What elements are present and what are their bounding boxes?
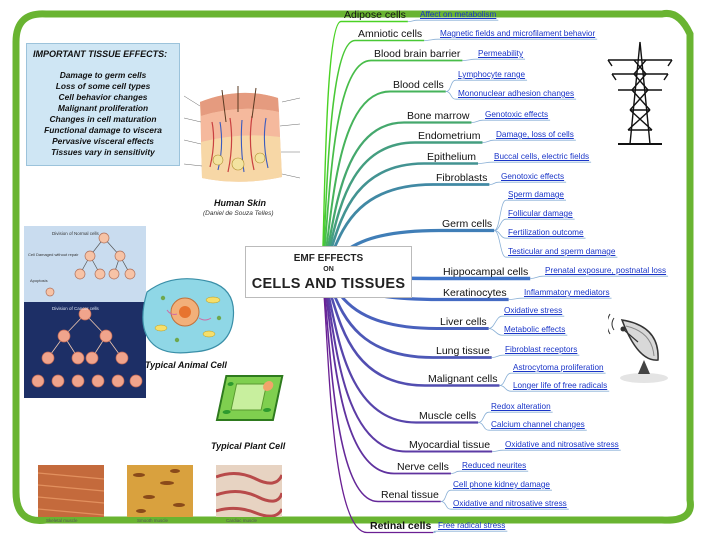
central-title-line2: ON bbox=[246, 266, 411, 273]
link-calcium-channel[interactable]: Calcium channel changes bbox=[491, 421, 585, 429]
cardiac-muscle-label: Cardiac muscle bbox=[226, 518, 257, 523]
topic-germ-cells: Germ cells bbox=[442, 219, 492, 230]
topic-hippocampal-cells: Hippocampal cells bbox=[443, 267, 528, 278]
skin-credit: (Daniel de Souza Telles) bbox=[203, 210, 274, 217]
link-oxidative-nitrosative-myocardial[interactable]: Oxidative and nitrosative stress bbox=[505, 441, 619, 449]
cardiac-muscle-image bbox=[216, 465, 282, 517]
sub-branch-line bbox=[478, 162, 591, 163]
human-skin-illustration bbox=[182, 82, 302, 194]
topic-fibroblasts: Fibroblasts bbox=[436, 173, 487, 184]
link-free-radical-stress[interactable]: Free radical stress bbox=[438, 522, 505, 530]
sub-branch-line bbox=[482, 140, 575, 142]
animal-cell-illustration bbox=[133, 272, 243, 360]
link-astrocytoma-proliferation[interactable]: Astrocytoma proliferation bbox=[513, 364, 604, 372]
central-topic: EMF EFFECTS ON CELLS AND TISSUES bbox=[245, 246, 412, 298]
link-redox-alteration[interactable]: Redox alteration bbox=[491, 403, 551, 411]
important-effect-item: Damage to germ cells bbox=[27, 70, 179, 80]
sub-branch-line bbox=[530, 276, 668, 278]
sub-branch-line bbox=[424, 39, 597, 40]
topic-blood-cells: Blood cells bbox=[393, 80, 444, 91]
skeletal-muscle-image bbox=[38, 465, 104, 517]
topic-adipose-cells: Adipose cells bbox=[344, 10, 406, 21]
sub-branch-line bbox=[462, 59, 525, 60]
link-cell-phone-kidney[interactable]: Cell phone kidney damage bbox=[453, 481, 550, 489]
link-genotoxic-effects-fibroblasts[interactable]: Genotoxic effects bbox=[501, 173, 564, 181]
central-title-line3: CELLS AND TISSUES bbox=[246, 276, 411, 292]
topic-amniotic-cells: Amniotic cells bbox=[358, 29, 422, 40]
topic-retinal-cells: Retinal cells bbox=[370, 521, 431, 532]
link-free-radicals[interactable]: Longer life of free radicals bbox=[513, 382, 607, 390]
sub-branch-line bbox=[489, 182, 566, 184]
important-effect-item: Malignant proliferation bbox=[27, 103, 179, 113]
satellite-dish-icon bbox=[608, 312, 672, 384]
plant-cell-illustration bbox=[206, 368, 292, 430]
link-damage-loss-of-cells[interactable]: Damage, loss of cells bbox=[496, 131, 574, 139]
skin-caption: Human Skin bbox=[214, 198, 266, 208]
topic-bone-marrow: Bone marrow bbox=[407, 111, 469, 122]
topic-blood-brain-barrier: Blood brain barrier bbox=[374, 49, 460, 60]
topic-lung-tissue: Lung tissue bbox=[436, 346, 490, 357]
link-reduced-neurites[interactable]: Reduced neurites bbox=[462, 462, 526, 470]
topic-myocardial-tissue: Myocardial tissue bbox=[409, 440, 490, 451]
link-genotoxic-effects-marrow[interactable]: Genotoxic effects bbox=[485, 111, 548, 119]
smooth-muscle-image bbox=[127, 465, 193, 517]
important-effect-item: Functional damage to viscera bbox=[27, 125, 179, 135]
central-title-line1: EMF EFFECTS bbox=[246, 253, 411, 264]
sub-branch-line bbox=[492, 450, 621, 451]
link-fibroblast-receptors[interactable]: Fibroblast receptors bbox=[505, 346, 577, 354]
plant-cell-caption: Typical Plant Cell bbox=[211, 441, 285, 451]
link-fertilization-outcome[interactable]: Fertilization outcome bbox=[508, 229, 584, 237]
link-follicular-damage[interactable]: Follicular damage bbox=[508, 210, 573, 218]
link-buccal-cells[interactable]: Buccal cells, electric fields bbox=[494, 153, 589, 161]
link-inflammatory-mediators[interactable]: Inflammatory mediators bbox=[524, 289, 610, 297]
link-lymphocyte-range[interactable]: Lymphocyte range bbox=[458, 71, 525, 79]
sub-branch-line bbox=[509, 298, 612, 299]
important-effects-heading: IMPORTANT TISSUE EFFECTS: bbox=[33, 49, 167, 59]
cell-division-illustration: Division of Normal cells Cell Damaged wi… bbox=[24, 226, 146, 398]
topic-nerve-cells: Nerve cells bbox=[397, 462, 449, 473]
link-permeability[interactable]: Permeability bbox=[478, 50, 523, 58]
skeletal-muscle-label: Skeletal muscle bbox=[46, 518, 78, 523]
important-effect-item: Loss of some cell types bbox=[27, 81, 179, 91]
link-mononuclear-adhesion[interactable]: Mononuclear adhesion changes bbox=[458, 90, 574, 98]
sub-branch-line bbox=[433, 531, 507, 532]
division-damaged-label: Cell Damaged without repair bbox=[28, 252, 79, 257]
topic-epithelium: Epithelium bbox=[427, 152, 476, 163]
smooth-muscle-label: Smooth muscle bbox=[137, 518, 168, 523]
topic-renal-tissue: Renal tissue bbox=[381, 490, 439, 501]
division-cancer-label: Division of Cancer cells bbox=[52, 306, 100, 311]
important-effect-item: Pervasive visceral effects bbox=[27, 136, 179, 146]
important-effect-item: Cell behavior changes bbox=[27, 92, 179, 102]
link-affect-on-metabolism[interactable]: Affect on metabolism bbox=[420, 11, 496, 19]
important-effect-item: Changes in cell maturation bbox=[27, 114, 179, 124]
topic-keratinocytes: Keratinocytes bbox=[443, 288, 507, 299]
sub-branch-line bbox=[408, 20, 498, 21]
sub-branch-line bbox=[451, 471, 528, 473]
important-effect-item: Tissues vary in sensitivity bbox=[27, 147, 179, 157]
sub-branch-line bbox=[492, 355, 580, 357]
link-testicular-sperm-damage[interactable]: Testicular and sperm damage bbox=[508, 248, 615, 256]
topic-liver-cells: Liver cells bbox=[440, 317, 487, 328]
link-oxidative-stress[interactable]: Oxidative stress bbox=[504, 307, 562, 315]
topic-malignant-cells: Malignant cells bbox=[428, 374, 497, 385]
power-pylon-icon bbox=[606, 40, 674, 146]
link-metabolic-effects[interactable]: Metabolic effects bbox=[504, 326, 565, 334]
topic-muscle-cells: Muscle cells bbox=[419, 411, 476, 422]
division-normal-label: Division of Normal cells bbox=[52, 231, 100, 236]
link-oxidative-nitrosative-renal[interactable]: Oxidative and nitrosative stress bbox=[453, 500, 567, 508]
sub-branch-line bbox=[471, 120, 550, 122]
important-effects-box: IMPORTANT TISSUE EFFECTS: Damage to germ… bbox=[26, 43, 180, 166]
link-sperm-damage[interactable]: Sperm damage bbox=[508, 191, 564, 199]
link-magnetic-fields[interactable]: Magnetic fields and microfilament behavi… bbox=[440, 30, 595, 38]
link-prenatal-exposure[interactable]: Prenatal exposure, postnatal loss bbox=[545, 267, 666, 275]
division-apoptosis-label: Apoptosis bbox=[30, 278, 48, 283]
topic-endometrium: Endometrium bbox=[418, 131, 480, 142]
